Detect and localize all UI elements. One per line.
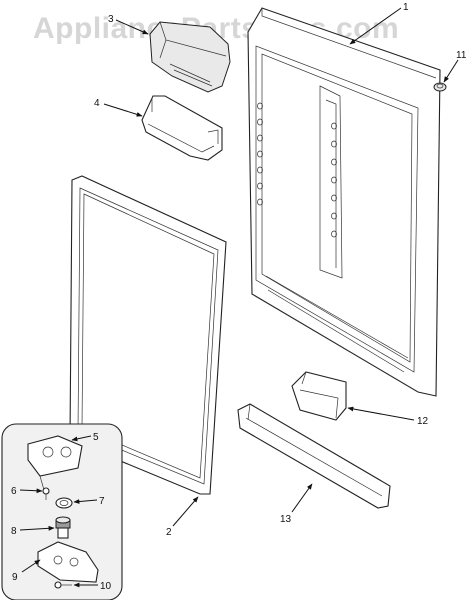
part-12-bin: [291, 371, 347, 421]
callout-9: 9: [12, 572, 18, 583]
leader-6: [19, 488, 43, 494]
leader-7: [73, 499, 98, 504]
part-10-screw: [54, 581, 72, 589]
part-5-hinge-plate: [27, 435, 83, 491]
callout-1: 1: [403, 2, 409, 13]
part-9-hinge-bracket: [37, 541, 99, 583]
part-13-shelf: [237, 403, 391, 509]
leader-12: [347, 406, 415, 421]
part-3-top-cover: [149, 21, 231, 93]
callout-11: 11: [456, 50, 467, 61]
leader-11: [443, 59, 459, 83]
leader-5: [71, 435, 92, 442]
part-4-bin: [141, 95, 223, 161]
hinge-assembly-box: [1, 423, 123, 600]
leader-4: [103, 103, 143, 117]
part-2-gasket: [69, 175, 227, 495]
callout-4: 4: [94, 98, 100, 109]
callout-12: 12: [417, 416, 429, 427]
part-7-washer: [55, 497, 73, 509]
leader-1: [349, 7, 402, 45]
callout-10: 10: [100, 581, 112, 592]
callout-5: 5: [93, 432, 99, 443]
leader-9: [21, 559, 41, 573]
callout-13: 13: [280, 514, 292, 525]
part-11-grommet: [433, 82, 447, 92]
part-8-hinge-pin: [55, 516, 71, 539]
leader-2: [172, 496, 199, 527]
callout-2: 2: [166, 527, 172, 538]
leader-13: [291, 483, 313, 513]
part-1-door-liner: [247, 7, 441, 397]
leader-8: [19, 525, 55, 531]
leader-lines: [19, 7, 459, 588]
callout-labels: 1 2 3 4 5 6 7 8 9 10 11 12 13: [11, 2, 467, 592]
callout-3: 3: [108, 14, 114, 25]
callout-6: 6: [11, 486, 17, 497]
callout-7: 7: [99, 496, 105, 507]
callout-8: 8: [11, 526, 17, 537]
leader-3: [115, 19, 149, 35]
part-6-screw: [42, 487, 50, 500]
